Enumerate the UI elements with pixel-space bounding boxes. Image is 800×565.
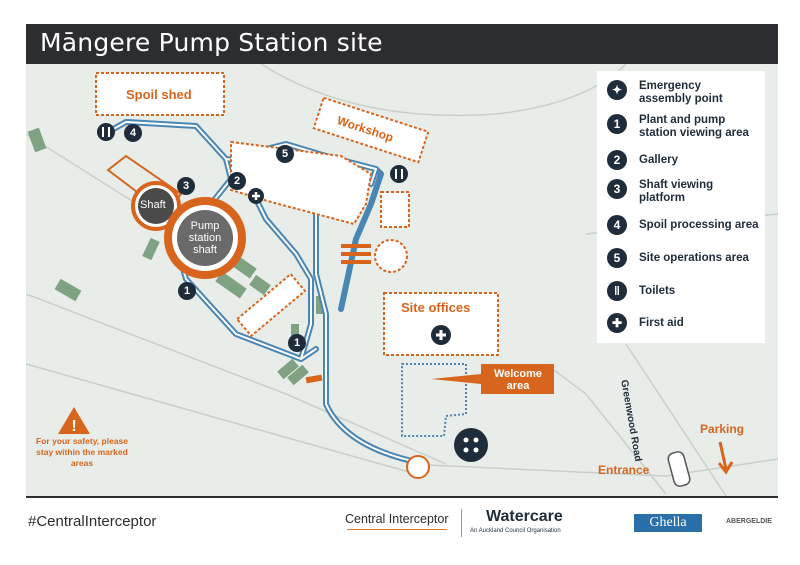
small-building xyxy=(380,191,410,228)
tank-bar xyxy=(341,260,371,264)
tree-block xyxy=(27,127,47,153)
road-line xyxy=(26,293,447,465)
welcome-area xyxy=(431,364,554,394)
legend-label: Site operations area xyxy=(639,252,749,264)
central-interceptor-logo: Central Interceptor xyxy=(345,512,449,526)
legend-label: Shaft viewing platform xyxy=(639,179,714,204)
legend-label: Gallery xyxy=(639,154,678,166)
tree-block xyxy=(287,364,309,386)
parking-arrow xyxy=(717,441,734,475)
toilets-glyph xyxy=(102,127,110,137)
first-aid-icon: ✚ xyxy=(607,313,627,333)
plant-area xyxy=(235,272,307,338)
legend-label: Spoil processing area xyxy=(639,219,759,231)
marker-1-icon: 1 xyxy=(607,114,627,134)
road-line xyxy=(625,343,727,496)
tree-block xyxy=(54,278,82,302)
small-shaft xyxy=(138,188,174,224)
marker-5-icon: 5 xyxy=(607,248,627,268)
tank-bar xyxy=(341,252,371,256)
assembly-person xyxy=(463,447,469,453)
marker-5: 5 xyxy=(276,145,294,163)
tree-block xyxy=(249,274,271,296)
gate-marker xyxy=(305,374,323,384)
tree-block xyxy=(277,358,299,380)
parking-label: Parking xyxy=(700,422,745,436)
hashtag-interceptor: Interceptor xyxy=(84,513,157,530)
toilets-icon: ‖ xyxy=(607,281,627,301)
first-aid-cross xyxy=(252,192,260,200)
entrance-road xyxy=(405,458,778,477)
legend-label: Plant and pump station viewing area xyxy=(639,114,749,139)
watercare-subtitle: An Auckland Council Organisation xyxy=(470,528,561,534)
workshop xyxy=(312,96,430,164)
entrance-label: Entrance xyxy=(598,463,650,477)
toilets-icon xyxy=(390,165,408,183)
walk-path-inner xyxy=(255,198,312,360)
road-line xyxy=(260,64,627,117)
pedestrian-icon xyxy=(406,455,430,479)
logo-underline xyxy=(347,529,447,530)
marker-1: 1 xyxy=(178,282,196,300)
road-line xyxy=(26,363,417,475)
map-canvas: ! xyxy=(26,64,778,496)
title-bar: Māngere Pump Station site xyxy=(26,24,778,64)
watercare-logo: Watercare xyxy=(486,508,563,525)
tree-block xyxy=(142,237,160,261)
car-icon xyxy=(667,451,691,487)
shaft-label: Shaft xyxy=(140,199,166,211)
marker-4: 4 xyxy=(124,124,142,142)
legend-label: First aid xyxy=(639,317,684,329)
spoil-shed-label: Spoil shed xyxy=(126,87,192,102)
road-line xyxy=(545,363,667,495)
site-map: ! 4 3 2 5 1 1 Spoil shed Workshop Shaft … xyxy=(26,64,778,496)
first-aid-cross xyxy=(436,330,446,340)
assembly-person xyxy=(473,447,479,453)
welcome-area-label: Welcome area xyxy=(493,368,543,392)
tank-bar xyxy=(341,244,371,248)
tank xyxy=(374,239,408,273)
legend-label: Toilets xyxy=(639,285,676,297)
safety-notice: For your safety, please stay within the … xyxy=(36,436,128,468)
ghella-logo: Ghella xyxy=(634,514,702,532)
assembly-person xyxy=(463,437,469,443)
marker-2: 2 xyxy=(228,172,246,190)
legend-label: Emergency assembly point xyxy=(639,80,723,105)
main-building xyxy=(230,140,373,226)
parking-area xyxy=(401,363,467,437)
footer-rule xyxy=(26,496,778,498)
walk-path-inner xyxy=(107,121,232,205)
assembly-icon: ✦ xyxy=(607,80,627,100)
hashtag: #CentralInterceptor xyxy=(28,513,156,530)
abergeldie-logo: ABERGELDIE xyxy=(726,518,772,525)
marker-3-icon: 3 xyxy=(607,179,627,199)
toilets-icon xyxy=(97,123,115,141)
logo-divider xyxy=(461,509,462,537)
warning-icon xyxy=(58,407,90,434)
assembly-icon xyxy=(454,428,488,462)
site-offices-label: Site offices xyxy=(401,300,471,315)
assembly-person xyxy=(473,437,479,443)
warning-icon-mark: ! xyxy=(71,418,76,435)
page-title: Māngere Pump Station site xyxy=(40,28,383,57)
marker-2-icon: 2 xyxy=(607,150,627,170)
tree-block xyxy=(291,324,299,340)
marker-3: 3 xyxy=(177,177,195,195)
tree-block xyxy=(316,296,324,314)
pump-station-shaft-label: Pump station shaft xyxy=(188,220,222,256)
marker-1: 1 xyxy=(288,334,306,352)
hashtag-central: #Central xyxy=(28,513,85,530)
marker-4-icon: 4 xyxy=(607,215,627,235)
tree-block xyxy=(215,271,247,299)
spoil-shed xyxy=(95,72,225,116)
toilets-glyph xyxy=(395,169,403,179)
map-legend: ✦ Emergency assembly point 1 Plant and p… xyxy=(597,71,765,343)
pump-shaft xyxy=(177,210,233,266)
